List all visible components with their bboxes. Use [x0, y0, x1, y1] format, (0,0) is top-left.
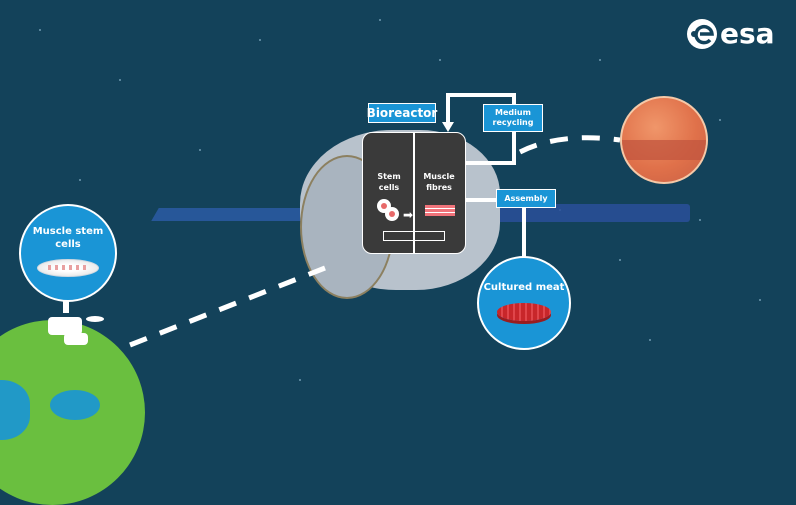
medium-recycling-label: Medium recycling [483, 104, 543, 132]
meat-patty-icon [497, 303, 551, 321]
esa-e-logo-icon [687, 19, 717, 49]
cow-icon [48, 317, 82, 335]
muscle-stem-cells-bubble: Muscle stem cells [19, 204, 117, 302]
muscle-fibres-icon [425, 205, 455, 216]
solar-panel-right [460, 204, 690, 222]
muscle-stem-cells-label: Muscle stem cells [32, 226, 104, 250]
stem-cells-label: Stem cells [377, 172, 401, 192]
arrow-right-icon: ➡ [403, 208, 414, 222]
bioreactor-vessel: Stem cells Muscle fibres ➡ [362, 132, 466, 254]
cultured-meat-label: Cultured meat [483, 282, 565, 293]
cultured-meat-bubble: Cultured meat [477, 256, 571, 350]
pig-icon [64, 333, 88, 345]
trajectory-paths [129, 135, 621, 348]
mars-planet [620, 96, 708, 184]
connector-line [63, 301, 69, 313]
fish-icon [86, 316, 104, 322]
bioreactor-title: Bioreactor [367, 103, 437, 123]
muscle-fibres-label: Muscle fibres [423, 172, 455, 192]
stem-cell-icon [385, 207, 399, 221]
assembly-label: Assembly [496, 189, 556, 208]
petri-dish-icon [37, 259, 99, 277]
esa-logo-text: esa [720, 17, 775, 50]
impeller-icon [383, 231, 445, 241]
esa-logo: esa [686, 18, 775, 50]
